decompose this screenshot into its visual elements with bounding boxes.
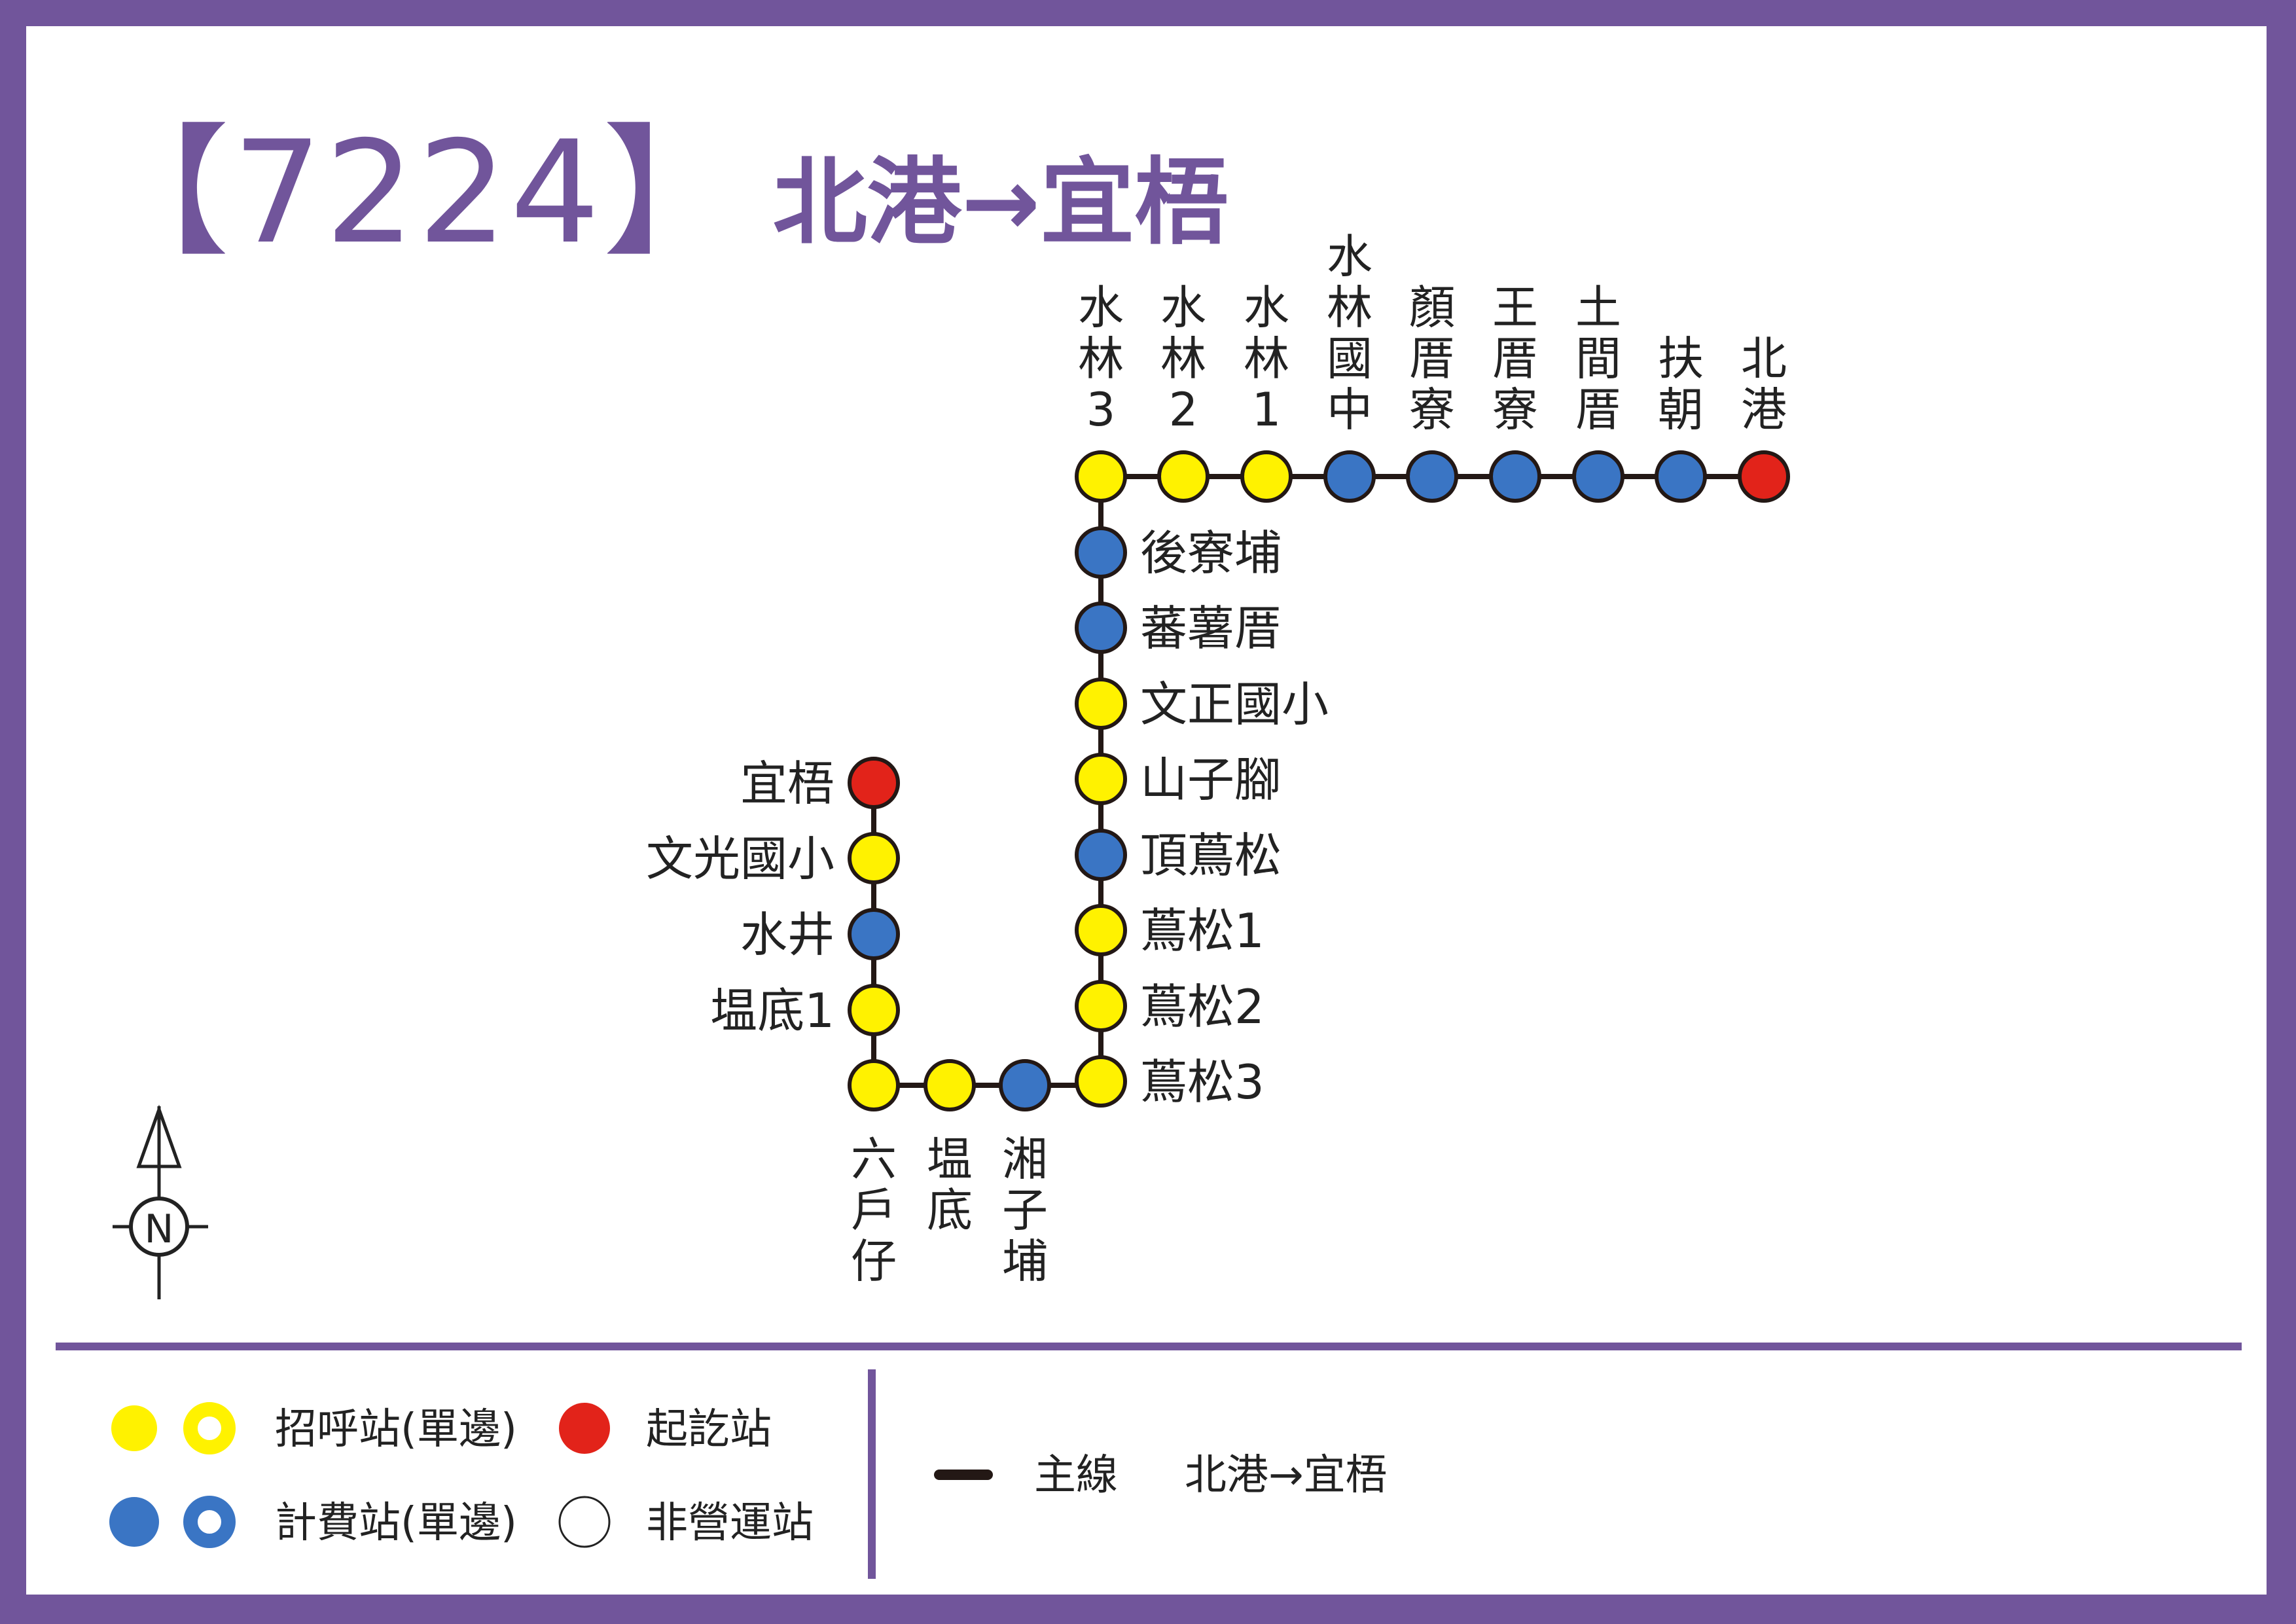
stop-marker — [848, 757, 900, 809]
route-lines — [871, 474, 1764, 1088]
stop-label: 蔦松3 — [1140, 1055, 1265, 1110]
stop-label: 文正國小 — [1140, 677, 1329, 732]
legend-call-stop-ring-icon — [183, 1402, 236, 1454]
stop-marker — [1075, 602, 1127, 654]
stop-marker — [1572, 450, 1624, 503]
legend-call-stop-label: 招呼站(單邊) — [275, 1405, 517, 1454]
stop-marker — [848, 908, 900, 960]
north-compass-icon: N — [113, 1104, 208, 1299]
stop-marker — [1655, 450, 1707, 503]
stop-label: 塭底1 — [710, 983, 834, 1038]
legend-fare-stop-label: 計費站(單邊) — [275, 1499, 517, 1547]
stop-marker — [1323, 450, 1376, 503]
stop-marker — [924, 1059, 976, 1111]
stop-marker — [1738, 450, 1790, 503]
stop-label: 水井 — [740, 907, 834, 962]
legend-non-operating-label: 非營運站 — [646, 1499, 814, 1547]
stop-marker — [1075, 1055, 1127, 1108]
stop-label: 扶朝 — [1658, 332, 1704, 437]
main-route-line — [871, 474, 1764, 1088]
compass-north-label: N — [145, 1206, 174, 1252]
stop-marker — [1075, 526, 1127, 579]
legend-main-line-label: 主線 — [1034, 1451, 1118, 1500]
legend-fare-stop-icon — [109, 1497, 159, 1547]
stop-marker — [848, 832, 900, 884]
stop-label: 塭底 — [927, 1132, 973, 1237]
stop-label: 六戶仔 — [851, 1132, 897, 1288]
legend: 招呼站(單邊) 起訖站 計費站(單邊) 非營運站 主線 北港→宜梧 — [109, 1402, 1388, 1548]
stop-marker — [1075, 677, 1127, 730]
stop-label: 頂蔦松 — [1140, 828, 1282, 883]
stop-markers — [848, 450, 1790, 1111]
legend-terminal-icon — [559, 1403, 610, 1454]
stop-marker — [1075, 753, 1127, 805]
route-number: 【7224】 — [88, 111, 747, 275]
stop-label: 北港 — [1741, 332, 1787, 437]
legend-call-stop-icon — [111, 1405, 157, 1451]
route-name: 北港→宜梧 — [772, 147, 1229, 257]
stop-marker — [1075, 980, 1127, 1032]
stop-marker — [848, 984, 900, 1036]
stop-marker — [1240, 450, 1293, 503]
stop-marker — [999, 1059, 1051, 1111]
stop-label: 土間厝 — [1575, 281, 1621, 437]
stop-label: 文光國小 — [646, 831, 834, 886]
legend-main-line-icon — [934, 1470, 993, 1480]
stop-marker — [1406, 450, 1458, 503]
stop-marker — [848, 1059, 900, 1111]
legend-non-operating-icon — [558, 1496, 611, 1548]
stop-label: 山子腳 — [1140, 752, 1282, 807]
stop-marker — [1489, 450, 1541, 503]
stop-marker — [1157, 450, 1210, 503]
legend-main-line-route: 北港→宜梧 — [1185, 1451, 1388, 1500]
stop-label: 顏厝寮 — [1409, 281, 1455, 437]
stop-label: 湘子埔 — [1002, 1132, 1048, 1288]
stop-marker — [1075, 450, 1127, 503]
legend-terminal-label: 起訖站 — [646, 1405, 772, 1454]
stop-label: 蕃薯厝 — [1140, 601, 1282, 656]
stop-marker — [1075, 904, 1127, 956]
stop-label: 蔦松1 — [1140, 903, 1265, 958]
stop-label: 水林國中 — [1327, 230, 1372, 437]
stop-label: 蔦松2 — [1140, 979, 1265, 1034]
stop-label: 王厝寮 — [1492, 281, 1538, 437]
stop-label: 後寮埔 — [1140, 526, 1282, 581]
page-title: 【7224】北港→宜梧 — [88, 115, 1229, 272]
stop-label: 宜梧 — [740, 756, 834, 811]
stop-marker — [1075, 829, 1127, 881]
legend-fare-stop-ring-icon — [183, 1496, 236, 1548]
